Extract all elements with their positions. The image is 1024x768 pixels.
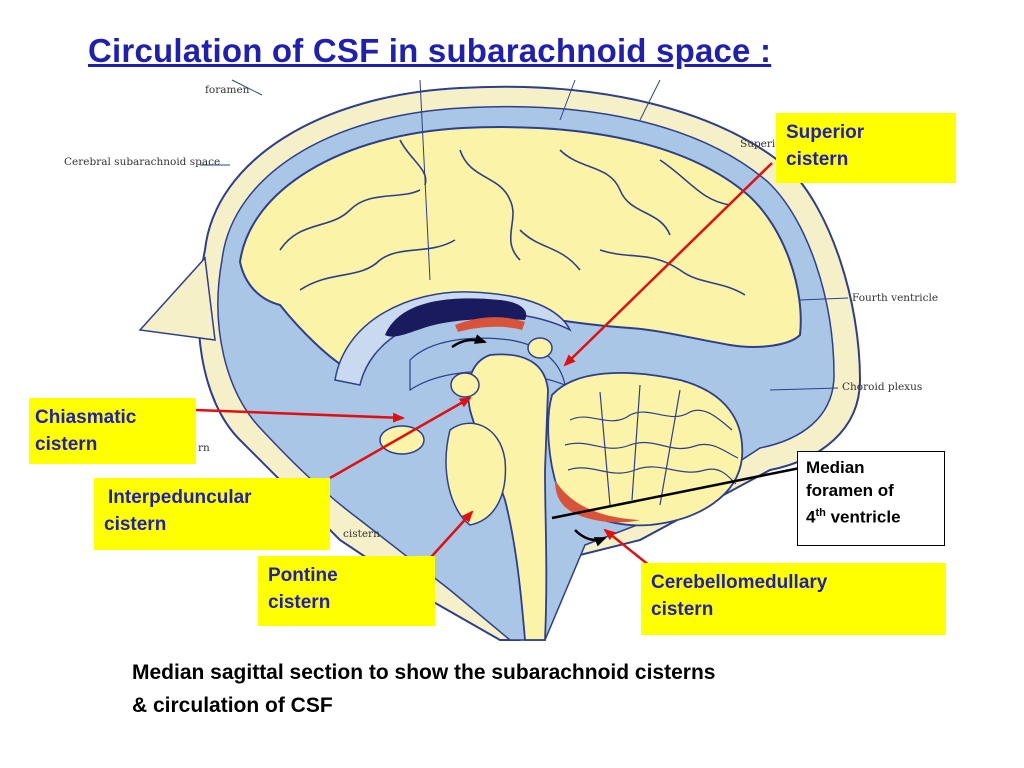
cerebellum — [547, 372, 744, 527]
superior-cistern-line2: cistern — [786, 149, 849, 170]
pontine-cistern-line1: Pontine — [268, 565, 338, 586]
interpeduncular-cistern-arrow — [329, 396, 472, 480]
printed-fourth-ventricle-label: Fourth ventricle — [852, 292, 939, 304]
median-foramen-label: Median foramen of 4th ventricle — [797, 451, 945, 546]
median-foramen-line3: 4th ventricle — [806, 502, 936, 529]
chiasmatic-cistern-label: Chiasmatic cistern — [29, 398, 196, 464]
gyri-lines — [279, 139, 746, 296]
median-foramen-line1: Median — [806, 458, 865, 477]
chiasmatic-cistern-line1: Chiasmatic — [35, 407, 137, 428]
median-foramen-arrow — [551, 466, 801, 520]
chiasmatic-cistern-arrow — [195, 408, 405, 423]
median-foramen-number: 4 — [806, 507, 816, 527]
pituitary-knob — [379, 425, 425, 455]
printed-cistern-fragment-label: cistern — [343, 528, 380, 540]
printed-choroid-plexus-label: Choroid plexus — [842, 381, 923, 393]
pons — [445, 422, 507, 526]
chiasm-knob — [450, 372, 480, 398]
cerebellomedullary-cistern-label: Cerebellomedullary cistern — [641, 563, 946, 635]
pineal-knob — [527, 337, 553, 359]
printed-superior-fragment-label: Superio — [740, 138, 782, 150]
chiasmatic-cistern-line2: cistern — [35, 434, 98, 455]
printed-foramen-label: foramen — [205, 84, 250, 96]
csf-flow-arrow-cm — [574, 529, 607, 547]
interpeduncular-cistern-line2: cistern — [104, 514, 167, 535]
cerebellomedullary-cistern-line2: cistern — [651, 599, 714, 620]
brainstem — [467, 353, 549, 641]
page-title: Circulation of CSF in subarachnoid space… — [88, 32, 772, 69]
csf-flow-arrow-3rd — [451, 334, 487, 349]
cerebellar-folia — [564, 384, 739, 506]
leader-lines-printed — [200, 79, 849, 391]
caption-line1: Median sagittal section to show the suba… — [132, 661, 716, 684]
superior-cistern-line1: Superior — [786, 122, 865, 143]
superior-cistern-arrow — [563, 162, 773, 367]
superior-cistern-label: Superior cistern — [776, 113, 956, 183]
fourth-ventricle-choroid — [555, 480, 640, 523]
pontine-cistern-label: Pontine cistern — [258, 556, 435, 626]
pontine-cistern-line2: cistern — [268, 592, 331, 613]
cerebellomedullary-cistern-line1: Cerebellomedullary — [651, 572, 828, 593]
figure-caption: Median sagittal section to show the suba… — [132, 656, 715, 722]
frontal-bone-wedge — [138, 256, 216, 341]
lateral-ventricle — [385, 298, 527, 337]
choroid-plexus-red — [455, 317, 525, 332]
median-foramen-superscript: th — [815, 507, 826, 519]
interpeduncular-cistern-label: Interpeduncular cistern — [94, 478, 330, 550]
printed-rn-fragment-label: rn — [198, 442, 210, 454]
interpeduncular-cistern-line1: Interpeduncular — [108, 487, 252, 508]
median-foramen-ventricle: ventricle — [830, 507, 901, 527]
median-foramen-line2: foramen of — [806, 481, 894, 500]
caption-line2: & circulation of CSF — [132, 694, 333, 717]
printed-cerebral-subarachnoid-space-label: Cerebral subarachnoid space — [64, 156, 221, 168]
